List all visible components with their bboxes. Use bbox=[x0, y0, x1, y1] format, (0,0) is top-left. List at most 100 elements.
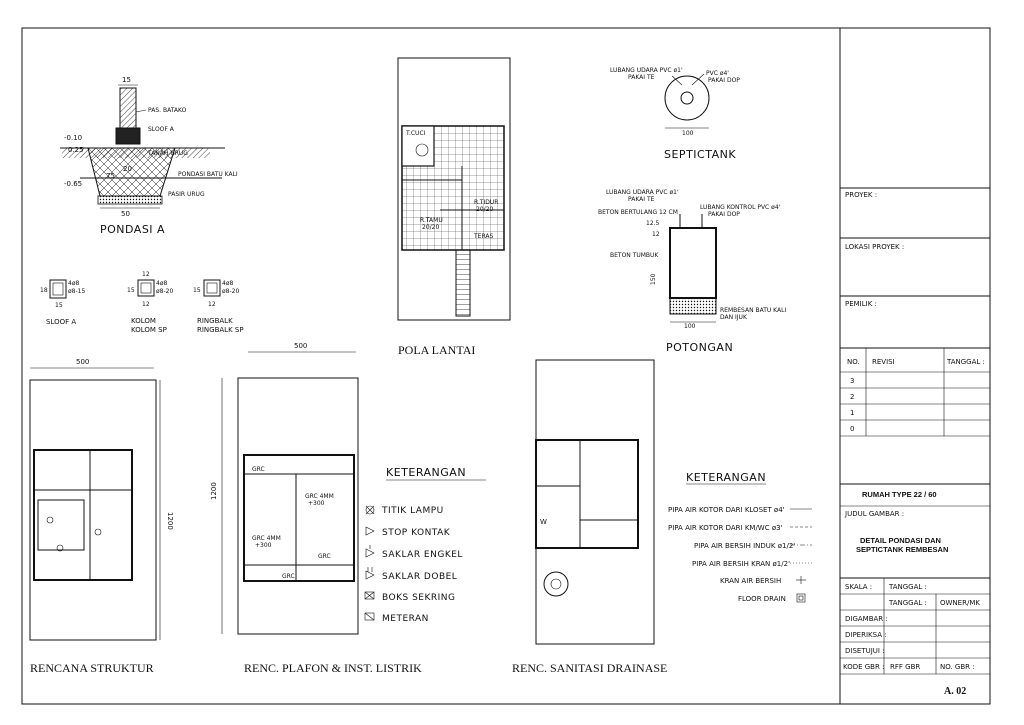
tb-rev-row-0: 0 bbox=[850, 425, 854, 433]
legend-pipa-induk: PIPA AIR BERSIH INDUK ø1/2' bbox=[694, 542, 795, 550]
room-r-tidur-tile: 20/20 bbox=[476, 206, 493, 213]
ringbalk-sp-title: RINGBALK SP bbox=[197, 326, 244, 334]
kolom-stirrup: ø8-20 bbox=[156, 288, 173, 295]
tb-judul-1: DETAIL PONDASI DAN bbox=[860, 536, 941, 545]
struktur-dim-1200: 1200 bbox=[166, 512, 174, 530]
room-t-cuci: T.CUCI bbox=[405, 130, 426, 137]
stop-kontak-icon bbox=[365, 526, 375, 536]
level-025: 0.25 bbox=[68, 146, 84, 154]
tb-lokasi: LOKASI PROYEK : bbox=[845, 243, 904, 251]
tb-rff-gbr: RFF GBR bbox=[890, 663, 920, 671]
plafon-grc-1: GRC bbox=[252, 466, 265, 473]
kolom-title: KOLOM bbox=[131, 317, 156, 325]
section-kolom: 12 15 12 4ø8 ø8-20 KOLOM KOLOM SP bbox=[127, 271, 173, 334]
dim-75: 75 bbox=[106, 172, 115, 180]
legend-kran: KRAN AIR BERSIH bbox=[720, 577, 781, 585]
legend-saklar-dobel: SAKLAR DOBEL bbox=[382, 572, 457, 582]
pot-lubang-kontrol: LUBANG KONTROL PVC ø4' bbox=[700, 204, 781, 211]
pot-beton-tumbuk: BETON TUMBUK bbox=[610, 252, 659, 259]
ringbalk-stirrup: ø8-20 bbox=[222, 288, 239, 295]
ringbalk-dim-h: 15 bbox=[193, 287, 201, 294]
dim-15: 15 bbox=[122, 76, 131, 84]
meteran-icon bbox=[364, 612, 375, 621]
tb-disetujui: DISETUJUI : bbox=[845, 647, 885, 655]
potongan-section: LUBANG UDARA PVC ø1' PAKAI TE BETON BERT… bbox=[598, 189, 786, 354]
plafon-grc-3: GRC bbox=[282, 573, 295, 580]
sanitasi-mark-w: W bbox=[540, 518, 547, 526]
sloof-rebar: 4ø8 bbox=[68, 280, 79, 287]
legend-titik-lampu: TITIK LAMPU bbox=[381, 506, 444, 516]
legend-listrik: KETERANGAN TITIK LAMPU STOP KONTAK SAKLA… bbox=[364, 466, 486, 624]
kolom-dim-h: 15 bbox=[127, 287, 135, 294]
septic-pakai-te: PAKAI TE bbox=[628, 74, 655, 81]
plafon-level-1: +300 bbox=[308, 500, 325, 507]
legend-stop-kontak: STOP KONTAK bbox=[382, 528, 451, 538]
sloof-stirrup: ø8-15 bbox=[68, 288, 85, 295]
legend-pipa-km-wc: PIPA AIR KOTOR DARI KM/WC ø3' bbox=[668, 524, 783, 532]
septic-pakai-dop: PAKAI DOP bbox=[708, 77, 740, 84]
tb-rev-row-2: 2 bbox=[850, 393, 854, 401]
sloof-title: SLOOF A bbox=[46, 318, 76, 326]
sloof-dim-w: 15 bbox=[55, 302, 63, 309]
pot-pakai-te: PAKAI TE bbox=[628, 196, 655, 203]
sanitasi-plan: W RENC. SANITASI DRAINASE bbox=[512, 359, 667, 675]
title-block: PROYEK : LOKASI PROYEK : PEMILIK : NO. R… bbox=[839, 27, 991, 705]
pot-rembesan: REMBESAN BATU KALI bbox=[720, 307, 786, 314]
tb-digambar: DIGAMBAR : bbox=[845, 615, 888, 623]
tb-rev-row-3: 3 bbox=[850, 377, 854, 385]
dim-20: 20 bbox=[123, 165, 132, 173]
kolom-sp-title: KOLOM SP bbox=[131, 326, 167, 334]
tb-judul-2: SEPTICTANK REMBESAN bbox=[856, 545, 948, 554]
tb-house-type: RUMAH TYPE 22 / 60 bbox=[862, 490, 937, 499]
title-potongan: POTONGAN bbox=[666, 341, 733, 354]
title-rencana-struktur: RENCANA STRUKTUR bbox=[30, 661, 154, 675]
ringbalk-rebar: 4ø8 bbox=[222, 280, 233, 287]
pot-lubang-udara: LUBANG UDARA PVC ø1' bbox=[606, 189, 679, 196]
legend-saklar-engkel: SAKLAR ENGKEL bbox=[382, 550, 463, 560]
room-r-tidur: R.TIDUR bbox=[474, 199, 498, 206]
tb-tanggal: TANGGAL : bbox=[888, 583, 927, 591]
label-tanah-urug: TANAH URUG bbox=[147, 150, 188, 157]
label-pasir-urug: PASIR URUG bbox=[168, 191, 205, 198]
tb-rev-row-1: 1 bbox=[850, 409, 854, 417]
boks-sekring-icon bbox=[364, 591, 375, 600]
plafon-grc-4mm-2: GRC 4MM bbox=[252, 535, 281, 542]
tb-pemilik: PEMILIK : bbox=[845, 300, 877, 308]
legend-listrik-heading: KETERANGAN bbox=[386, 466, 466, 479]
title-sanitasi: RENC. SANITASI DRAINASE bbox=[512, 661, 667, 675]
plafon-dim-1200: 1200 bbox=[210, 482, 218, 500]
tb-tanggal-2: TANGGAL : bbox=[888, 599, 927, 607]
floor-drain-icon bbox=[796, 593, 806, 603]
kolom-dim-top: 12 bbox=[142, 271, 150, 278]
ringbalk-title: RINGBALK bbox=[197, 317, 233, 325]
title-pondasi-a: PONDASI A bbox=[100, 223, 165, 236]
legend-pipa-kloset: PIPA AIR KOTOR DARI KLOSET ø4' bbox=[668, 506, 785, 514]
titik-lampu-icon bbox=[365, 505, 375, 515]
septictank-plan: LUBANG UDARA PVC ø1' PAKAI TE PVC ø4' PA… bbox=[610, 67, 740, 161]
tb-judul-label: JUDUL GAMBAR : bbox=[844, 510, 904, 518]
section-sloof: 18 15 4ø8 ø8-15 SLOOF A bbox=[40, 279, 85, 326]
room-r-tamu: R.TAMU bbox=[420, 217, 443, 224]
label-sloof-a: SLOOF A bbox=[148, 126, 175, 133]
plafon-listrik-plan: 500 GRC GRC 4MM +300 GRC 4MM +300 GRC GR… bbox=[210, 342, 422, 675]
pot-dim-12-5: 12.5 bbox=[646, 220, 660, 227]
plafon-grc-4mm-1: GRC 4MM bbox=[305, 493, 334, 500]
label-pas-batako: PAS. BATAKO bbox=[148, 107, 187, 114]
tb-proyek: PROYEK : bbox=[845, 191, 877, 199]
septic-pvc4: PVC ø4' bbox=[706, 70, 729, 77]
sloof-dim-h: 18 bbox=[40, 287, 48, 294]
plafon-level-2: +300 bbox=[255, 542, 272, 549]
pola-lantai-plan: T.CUCI R.TIDUR 20/20 R.TAMU 20/20 TERAS … bbox=[397, 57, 511, 357]
pondasi-detail: 15 PAS. BATAKO SLOOF A -0.10 0.25 TANAH … bbox=[60, 76, 238, 236]
tb-rev-tanggal: TANGGAL : bbox=[946, 358, 985, 366]
tb-rev-no: NO. bbox=[847, 358, 860, 366]
title-septictank: SEPTICTANK bbox=[664, 148, 736, 161]
pot-dim-12: 12 bbox=[652, 231, 660, 238]
pot-beton-bertulang: BETON BERTULANG 12 CM bbox=[598, 209, 678, 216]
legend-floor-drain: FLOOR DRAIN bbox=[738, 595, 786, 603]
room-r-tamu-tile: 20/20 bbox=[422, 224, 439, 231]
legend-meteran: METERAN bbox=[382, 614, 429, 624]
septic-dim-100: 100 bbox=[682, 130, 694, 137]
title-pola-lantai: POLA LANTAI bbox=[398, 343, 475, 357]
